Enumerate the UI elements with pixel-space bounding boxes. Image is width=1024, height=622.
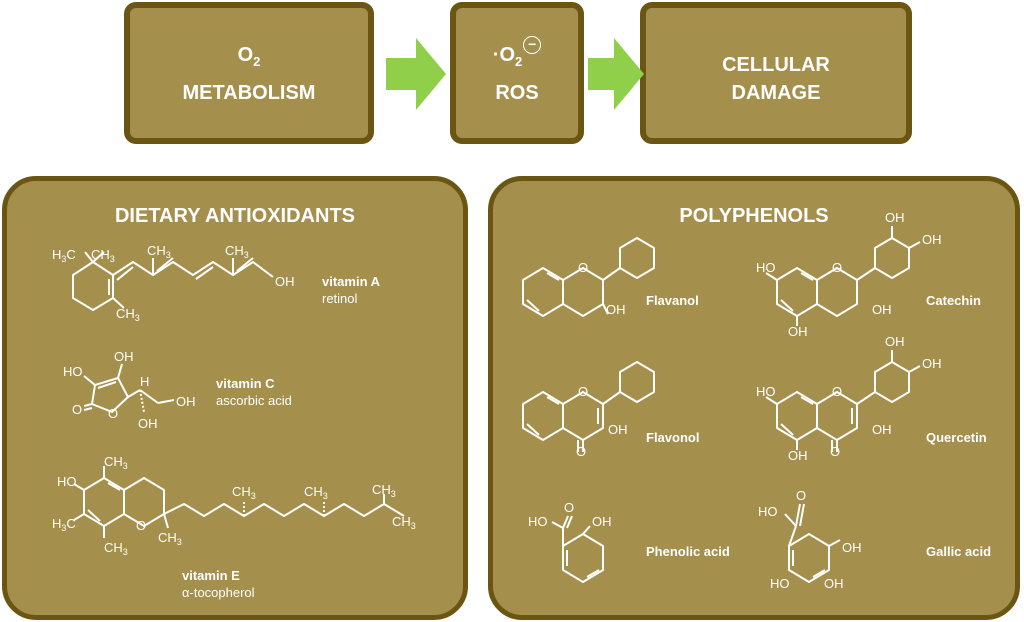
catechin-label: Catechin — [926, 293, 981, 308]
ch3-label: CH3 — [225, 243, 249, 260]
oh-label: OH — [872, 422, 892, 437]
o2-text: O — [237, 44, 254, 66]
oh-label: OH — [922, 356, 942, 371]
ch3-label: CH3 — [104, 540, 128, 557]
oh-label: OH — [114, 349, 134, 364]
oh-label: OH — [592, 514, 612, 529]
ch3-label: CH3 — [372, 482, 396, 499]
o-label: O — [576, 444, 586, 459]
h-label: H — [140, 374, 149, 389]
ch3-label: CH3 — [304, 484, 328, 501]
arrow-right-icon — [588, 38, 644, 110]
oh-label: OH — [138, 416, 158, 431]
oh-label: OH — [788, 324, 808, 339]
o2-metabolism-box: O2 METABOLISM — [124, 2, 374, 144]
oh-label: OH — [788, 448, 808, 463]
ho-label: HO — [756, 260, 776, 275]
oh-label: OH — [885, 210, 905, 225]
ho-label: HO — [756, 384, 776, 399]
ho-label: HO — [770, 576, 790, 591]
gallic-acid-label: Gallic acid — [926, 544, 992, 559]
ch3-label: CH3 — [158, 530, 182, 547]
ros-text: ROS — [495, 82, 539, 104]
h3c-label: H3C — [52, 516, 76, 533]
o-label: O — [796, 488, 806, 503]
o-label: O — [832, 260, 842, 275]
damage-text: DAMAGE — [731, 82, 821, 104]
ho-label: HO — [63, 364, 83, 379]
ch3-label: CH3 — [116, 306, 140, 323]
superoxide-subscript: 2 — [515, 54, 523, 69]
oh-label: OH — [275, 274, 295, 289]
ho-label: HO — [528, 514, 548, 529]
o2-subscript: 2 — [253, 54, 261, 69]
o-label: O — [578, 384, 588, 399]
oh-label: OH — [176, 394, 196, 409]
ch3-label: CH3 — [392, 514, 416, 531]
phenolic-acid-label: Phenolic acid — [646, 544, 730, 559]
cellular-text: CELLULAR — [722, 54, 830, 76]
o-label: O — [108, 406, 118, 421]
metabolism-text: METABOLISM — [182, 82, 316, 104]
oh-label: OH — [885, 334, 905, 349]
dietary-antioxidants-panel: DIETARY ANTIOXIDANTS — [2, 176, 468, 620]
dietary-title: DIETARY ANTIOXIDANTS — [114, 205, 355, 227]
oh-label: OH — [842, 540, 862, 555]
ch3-label: CH3 — [232, 484, 256, 501]
ch3-label: CH3 — [104, 454, 128, 471]
oh-label: OH — [606, 302, 626, 317]
quercetin-label: Quercetin — [926, 430, 987, 445]
oh-label: OH — [872, 302, 892, 317]
ch3-label: CH3 — [91, 247, 115, 264]
o-label: O — [564, 500, 574, 515]
oh-label: OH — [824, 576, 844, 591]
ho-label: HO — [758, 504, 778, 519]
superoxide-text: O — [499, 44, 515, 66]
oh-label: OH — [608, 422, 628, 437]
radical-dot: · — [492, 44, 500, 66]
o-label: O — [578, 260, 588, 275]
h3c-label: H3C — [52, 247, 76, 264]
o-label: O — [832, 384, 842, 399]
polyphenols-panel: POLYPHENOLS — [488, 176, 1020, 620]
o-label: O — [72, 402, 82, 417]
flavonol-label: Flavonol — [646, 430, 700, 445]
o-label: O — [136, 518, 146, 533]
ho-label: HO — [57, 474, 77, 489]
oh-label: OH — [922, 232, 942, 247]
o-label: O — [830, 444, 840, 459]
cellular-damage-box: CELLULAR DAMAGE — [640, 2, 912, 144]
ros-box: ·O2− ROS — [450, 2, 584, 144]
polyphenols-title: POLYPHENOLS — [679, 205, 829, 227]
negative-charge-icon: − — [523, 36, 542, 54]
ch3-label: CH3 — [147, 243, 171, 260]
arrow-right-icon — [386, 38, 446, 110]
flavanol-label: Flavanol — [646, 293, 699, 308]
